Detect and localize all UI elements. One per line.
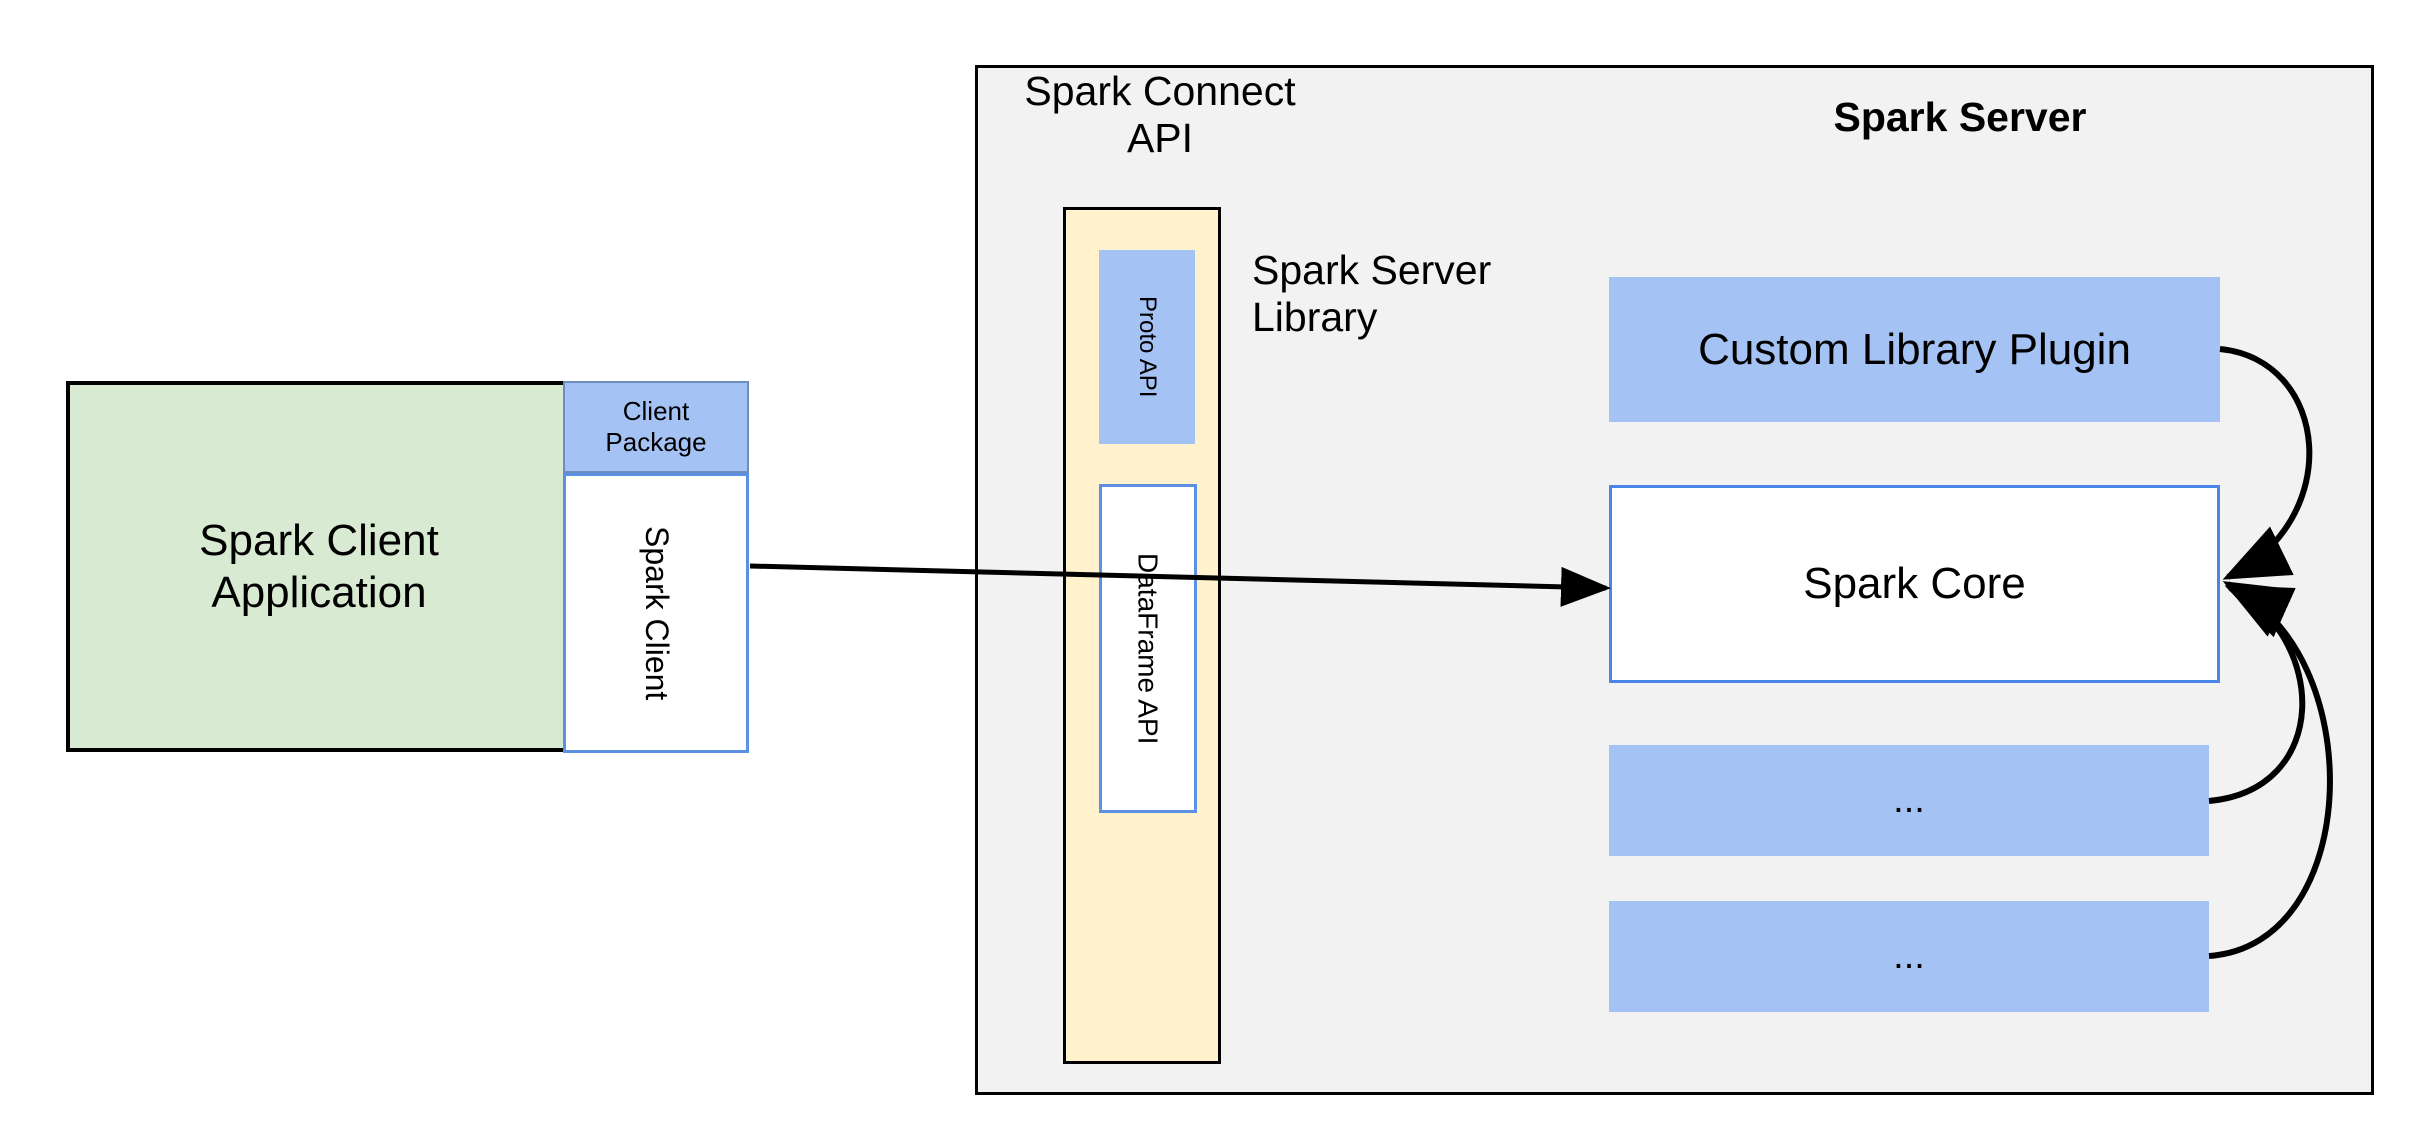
custom-library-plugin-box: Custom Library Plugin bbox=[1609, 277, 2220, 422]
client-package-label: Client Package bbox=[605, 396, 707, 457]
spark-core-label: Spark Core bbox=[1803, 559, 2026, 609]
ellipsis-label-2: ... bbox=[1893, 935, 1925, 978]
spark-core-box: Spark Core bbox=[1609, 485, 2220, 683]
dataframe-api-box: DataFrame API bbox=[1099, 484, 1197, 813]
spark-client-label: Spark Client bbox=[638, 525, 675, 701]
spark-connect-api-label: Spark Connect API bbox=[1024, 68, 1296, 161]
proto-api-box: Proto API bbox=[1099, 250, 1195, 444]
proto-api-label: Proto API bbox=[1134, 296, 1162, 398]
spark-client-application-label: Spark Client Application bbox=[199, 515, 439, 617]
spark-client-application-box: Spark Client Application bbox=[66, 381, 572, 752]
ellipsis-box-2: ... bbox=[1609, 901, 2209, 1012]
custom-library-plugin-label: Custom Library Plugin bbox=[1698, 324, 2131, 374]
dataframe-api-label: DataFrame API bbox=[1132, 552, 1164, 745]
client-package-box: Client Package bbox=[563, 381, 749, 473]
spark-server-title: Spark Server bbox=[1833, 94, 2087, 140]
spark-client-box: Spark Client bbox=[563, 473, 749, 753]
spark-server-library-label: Spark Server Library bbox=[1252, 247, 1492, 340]
ellipsis-label-1: ... bbox=[1893, 779, 1925, 822]
ellipsis-box-1: ... bbox=[1609, 745, 2209, 856]
